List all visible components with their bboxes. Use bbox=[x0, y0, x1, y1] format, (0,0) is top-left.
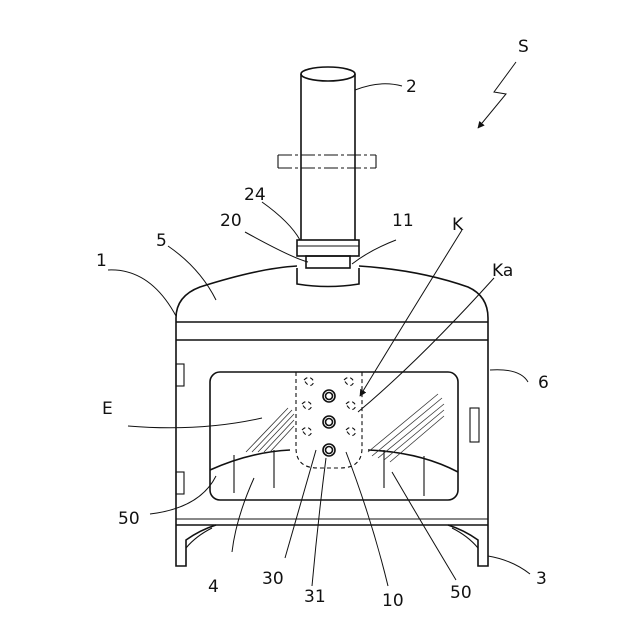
label-2: 2 bbox=[406, 77, 417, 97]
collar-assembly bbox=[297, 240, 359, 287]
label-50-left: 50 bbox=[118, 509, 140, 529]
housing-body bbox=[176, 340, 488, 525]
label-S: S bbox=[518, 37, 529, 57]
label-24: 24 bbox=[244, 185, 266, 205]
chimney-pipe bbox=[278, 67, 376, 240]
leader-lines bbox=[108, 84, 530, 586]
label-1: 1 bbox=[96, 251, 107, 271]
label-5: 5 bbox=[156, 231, 167, 251]
label-31: 31 bbox=[304, 587, 326, 607]
label-3: 3 bbox=[536, 569, 547, 589]
label-Ka: Ka bbox=[492, 261, 513, 281]
label-11: 11 bbox=[392, 211, 414, 231]
window-frame bbox=[210, 372, 458, 500]
top-cover bbox=[176, 266, 488, 340]
legs bbox=[176, 525, 488, 566]
burner-unit bbox=[296, 372, 362, 468]
direction-arrow bbox=[478, 62, 516, 128]
label-20: 20 bbox=[220, 211, 242, 231]
label-4: 4 bbox=[208, 577, 219, 597]
label-E: E bbox=[102, 399, 113, 419]
label-10: 10 bbox=[382, 591, 404, 611]
label-K: K bbox=[452, 215, 464, 235]
label-50-right: 50 bbox=[450, 583, 472, 603]
label-30: 30 bbox=[262, 569, 284, 589]
label-6: 6 bbox=[538, 373, 549, 393]
